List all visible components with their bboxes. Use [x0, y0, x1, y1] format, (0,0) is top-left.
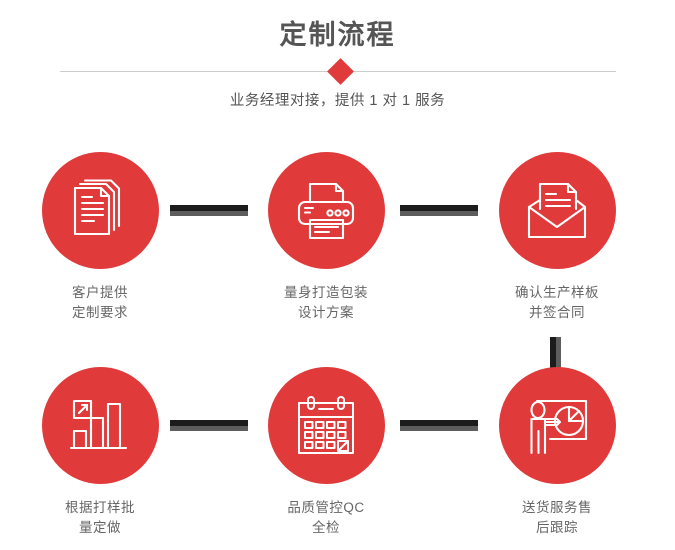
header-section: 定制流程 业务经理对接，提供 1 对 1 服务 [0, 0, 675, 130]
step-5-icon-circle [267, 367, 385, 484]
process-step-2[interactable]: 量身打造包装 设计方案 [231, 152, 421, 323]
process-step-5[interactable]: 品质管控QC 全检 [231, 367, 421, 538]
step-6-icon-circle [498, 367, 616, 484]
header-subtitle: 业务经理对接，提供 1 对 1 服务 [229, 93, 446, 109]
connector-step4-step5 [170, 420, 248, 431]
connector-step3-step4 [550, 337, 561, 369]
connector-bar-dark [170, 420, 248, 426]
process-step-4[interactable]: 根据打样批 量定做 [5, 367, 195, 538]
step-2-icon-circle [267, 152, 385, 269]
connector-bar-gray [170, 211, 248, 216]
connector-step2-step3 [400, 205, 478, 216]
connector-bar-dark [550, 337, 556, 369]
connector-bar-gray [400, 211, 478, 216]
calendar-checklist-icon [295, 395, 357, 457]
connector-bar-gray [400, 426, 478, 431]
connector-bar-dark [170, 205, 248, 211]
process-step-1[interactable]: 客户提供 定制要求 [5, 152, 195, 323]
printer-icon [293, 180, 359, 242]
bar-chart-growth-icon [69, 396, 131, 456]
step-3-icon-circle [498, 152, 616, 269]
process-steps-grid: 客户提供 定制要求 [0, 130, 675, 550]
step-2-label: 量身打造包装 设计方案 [284, 285, 368, 320]
connector-bar-dark [400, 205, 478, 211]
connector-step5-step6 [400, 420, 478, 431]
diamond-marker-icon [327, 58, 354, 85]
envelope-letter-icon [524, 181, 590, 241]
documents-stack-icon [67, 178, 133, 244]
process-step-3[interactable]: 确认生产样板 并签合同 [462, 152, 652, 323]
page-title: 定制流程 [279, 20, 396, 50]
connector-bar-gray [556, 337, 561, 369]
step-6-label: 送货服务售 后跟踪 [522, 500, 592, 535]
step-3-label: 确认生产样板 并签合同 [515, 285, 599, 320]
connector-bar-gray [170, 426, 248, 431]
process-step-6[interactable]: 送货服务售 后跟踪 [462, 367, 652, 538]
step-1-icon-circle [41, 152, 159, 269]
step-4-icon-circle [41, 367, 159, 484]
connector-bar-dark [400, 420, 478, 426]
step-1-label: 客户提供 定制要求 [72, 285, 128, 320]
step-4-label: 根据打样批 量定做 [65, 500, 135, 535]
step-5-label: 品质管控QC 全检 [287, 500, 365, 535]
connector-step1-step2 [170, 205, 248, 216]
presenter-pie-chart-icon [524, 395, 590, 457]
